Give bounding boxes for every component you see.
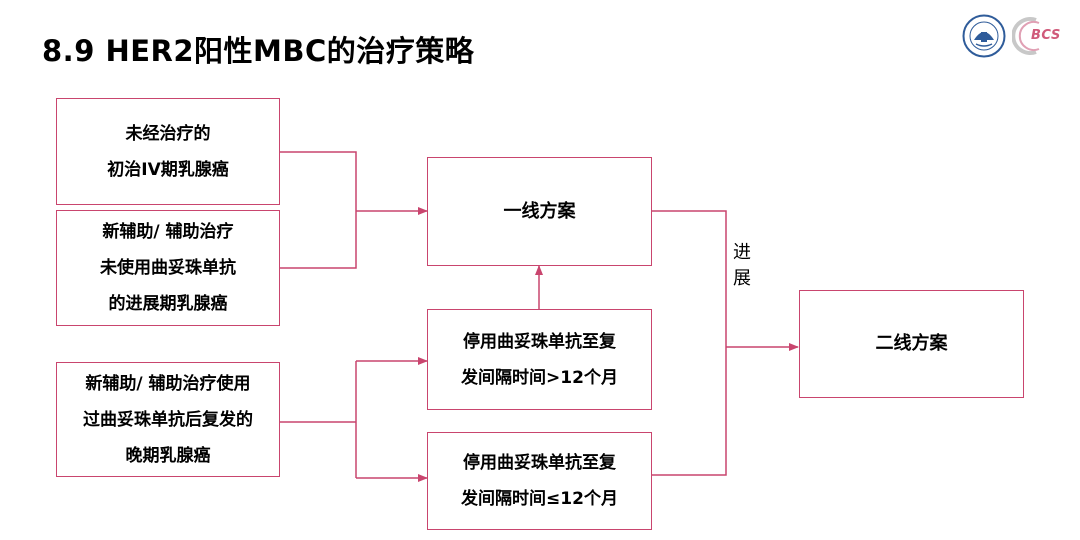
bcs-logo [1012, 17, 1040, 55]
connector-neoadj-no-trastuzumab [280, 211, 357, 269]
page-title: 8.9 HER2阳性MBC的治疗策略 [42, 34, 475, 68]
association-seal-logo [962, 14, 1006, 58]
progress-label-char: 展 [733, 268, 751, 289]
box-neoadj-no-trastuzumab: 新辅助/ 辅助治疗 未使用曲妥珠单抗 的进展期乳腺癌 [56, 210, 280, 326]
progress-label-char: 进 [733, 242, 751, 263]
box-untreated-stage4: 未经治疗的 初治IV期乳腺癌 [56, 98, 280, 205]
progress-label: 进 展 [733, 240, 751, 292]
bcs-logo-text: BCS [1031, 28, 1061, 43]
box-interval-le12: 停用曲妥珠单抗至复 发间隔时间≤12个月 [427, 432, 652, 530]
box-interval-gt12: 停用曲妥珠单抗至复 发间隔时间>12个月 [427, 309, 652, 410]
connector-first-line-progress [652, 210, 727, 476]
box-neoadj-with-trastuzumab: 新辅助/ 辅助治疗使用 过曲妥珠单抗后复发的 晚期乳腺癌 [56, 362, 280, 477]
box-first-line: 一线方案 [427, 157, 652, 266]
connector-untreated [280, 151, 357, 211]
box-second-line: 二线方案 [799, 290, 1024, 398]
